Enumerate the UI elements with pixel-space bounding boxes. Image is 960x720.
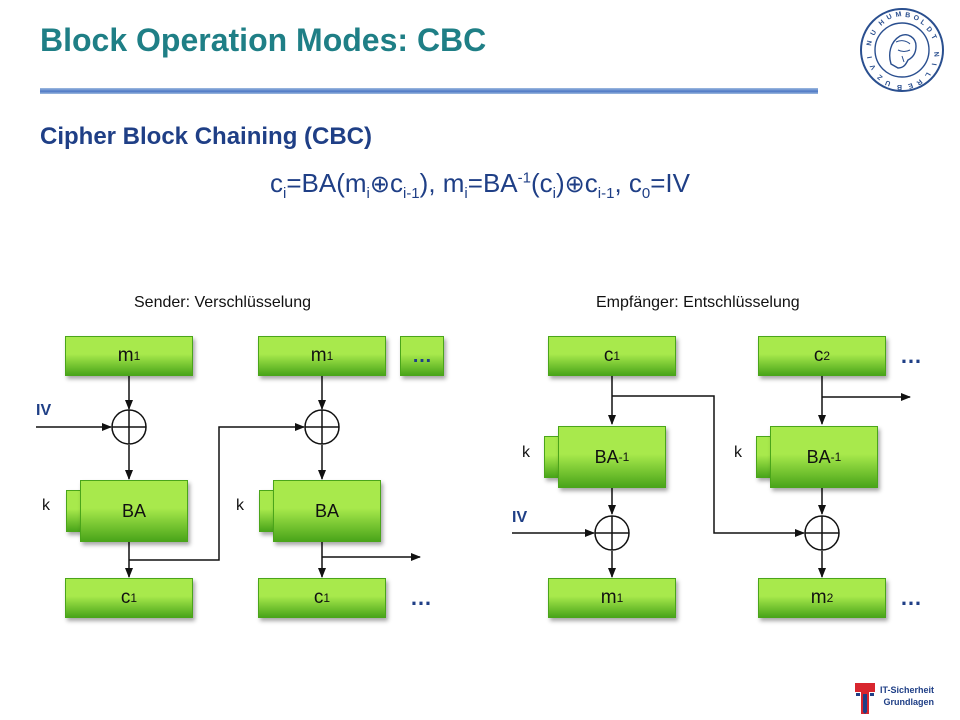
- sender-cipher-ba-2: BA: [273, 480, 381, 542]
- cbc-formula: ci=BA(mi⊕ci-1), mi=BA-1(ci)⊕ci-1, c0=IV: [270, 168, 690, 203]
- footer-line-2: Grundlagen: [883, 697, 935, 707]
- svg-text:Z: Z: [876, 72, 884, 81]
- slide-subtitle: Cipher Block Chaining (CBC): [40, 123, 373, 150]
- xor-node-receiver-1: [594, 515, 630, 551]
- sender-output-more: …: [410, 585, 433, 610]
- receiver-input-more: …: [900, 343, 923, 368]
- xor-node-sender-1: [111, 409, 147, 445]
- xor-node-receiver-2: [804, 515, 840, 551]
- sender-cipher-ba-1: BA: [80, 480, 188, 542]
- svg-text:I: I: [867, 56, 874, 59]
- footer-line-1: IT-Sicherheit: [880, 685, 935, 695]
- receiver-key-label-2: k: [734, 444, 742, 461]
- footer-course-label: IT-Sicherheit Grundlagen: [880, 684, 934, 708]
- svg-text:N: N: [866, 40, 874, 46]
- svg-text:U: U: [870, 29, 879, 37]
- xor-node-sender-2: [304, 409, 340, 445]
- sender-key-label-2: k: [236, 497, 244, 514]
- title-divider: [40, 88, 818, 94]
- svg-text:H: H: [878, 19, 886, 28]
- wire-chain-c1-to-xor2: [612, 395, 805, 537]
- receiver-output-more: …: [900, 585, 923, 610]
- slide-title: Block Operation Modes: CBC: [40, 22, 487, 58]
- svg-text:L: L: [919, 19, 927, 28]
- receiver-key-label-1: k: [522, 444, 530, 461]
- svg-text:U: U: [886, 13, 894, 22]
- sender-iv-label: IV: [36, 402, 52, 419]
- sender-key-label-1: k: [42, 497, 50, 514]
- receiver-caption: Empfänger: Entschlüsselung: [596, 294, 800, 311]
- receiver-iv-label: IV: [512, 509, 528, 526]
- it-security-logo-icon: [855, 683, 875, 714]
- receiver-decipher-2: BA-1: [770, 426, 878, 488]
- sender-input-more: …: [400, 336, 444, 376]
- svg-text:B: B: [897, 83, 902, 90]
- wire-chain-c1-to-xor: [129, 423, 305, 561]
- svg-text:N: N: [932, 51, 939, 57]
- sender-caption: Sender: Verschlüsselung: [134, 294, 311, 311]
- svg-text:L: L: [923, 71, 932, 79]
- university-seal-logo: H U M B O L D T U N I V Z U B E R L I N: [860, 8, 944, 92]
- svg-text:I: I: [930, 63, 937, 66]
- svg-text:D: D: [925, 26, 934, 34]
- svg-text:O: O: [912, 14, 920, 23]
- svg-text:U: U: [885, 78, 892, 86]
- svg-text:R: R: [915, 77, 923, 86]
- svg-text:V: V: [869, 63, 878, 71]
- svg-text:B: B: [905, 12, 911, 19]
- svg-text:M: M: [895, 11, 902, 19]
- receiver-decipher-1: BA-1: [558, 426, 666, 488]
- svg-text:T: T: [929, 34, 938, 42]
- svg-text:E: E: [907, 81, 914, 89]
